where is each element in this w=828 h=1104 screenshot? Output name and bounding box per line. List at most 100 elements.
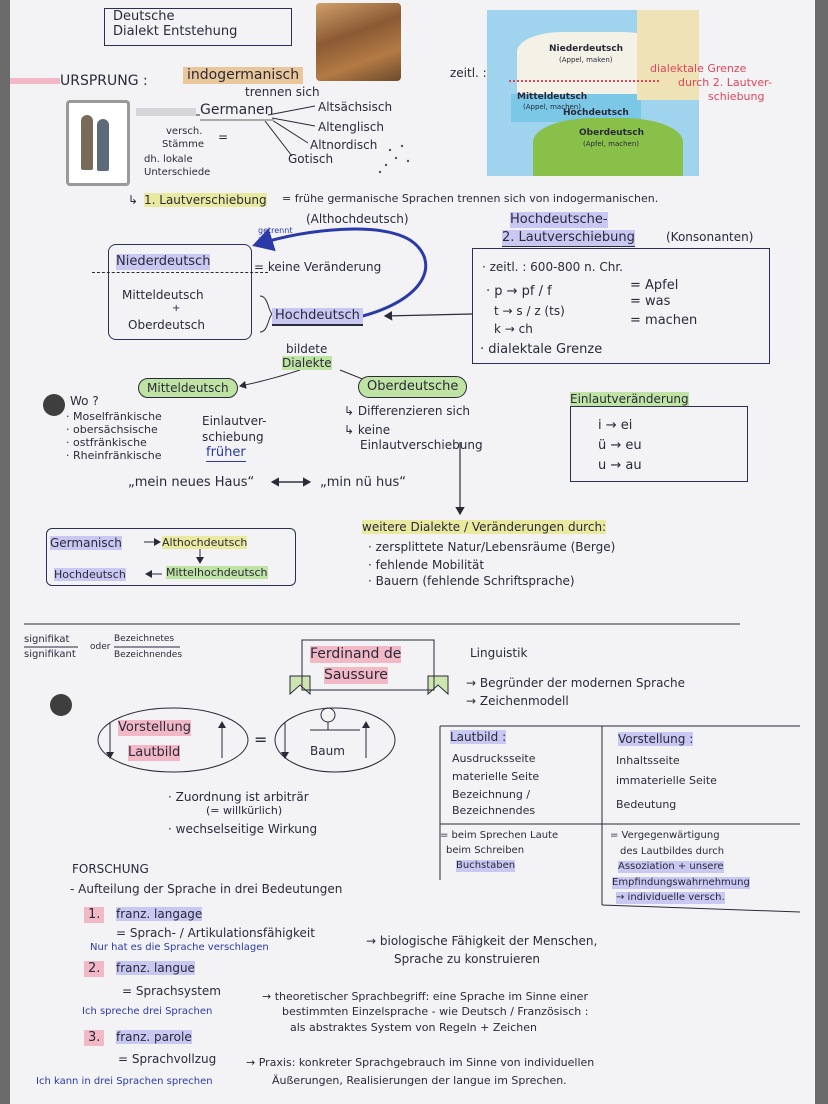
dialekte: Dialekte xyxy=(282,356,332,371)
willkuerlich: (= willkürlich) xyxy=(206,804,283,817)
table-h2: Vorstellung : xyxy=(618,732,694,747)
table-l2-2: Buchstaben xyxy=(456,860,516,872)
forschung-e1: → biologische Fähigkeit der Menschen, xyxy=(366,934,598,948)
einlaut-u: u → au xyxy=(598,458,642,473)
dialect-box xyxy=(108,244,252,340)
einlaut-2: schiebung xyxy=(202,430,264,444)
althochdeutsch-note: (Althochdeutsch) xyxy=(306,212,409,226)
germanic-people-picture xyxy=(66,100,130,186)
grey-stroke xyxy=(136,108,196,116)
getrennt-in: getrennt in xyxy=(258,226,293,245)
lautbild-label: Lautbild xyxy=(128,745,181,761)
wo-label: Wo ? xyxy=(70,394,99,408)
germanen-label: Germanen xyxy=(200,102,274,121)
chain-hochdeutsch: Hochdeutsch xyxy=(54,568,126,582)
ober-diff: ↳ Differenzieren sich xyxy=(344,404,471,418)
bildete: bildete xyxy=(286,342,328,356)
erste-lautverschiebung: 1. Lautverschiebung xyxy=(144,193,267,208)
branch-altenglisch: Altenglisch xyxy=(318,120,384,134)
table-r1-2: Bedeutung xyxy=(616,798,677,811)
forschung-l3: franz. parole xyxy=(116,1030,192,1045)
zweite-p: · p → pf / f xyxy=(486,284,552,299)
title-box xyxy=(104,8,292,46)
map-ober: Oberdeutsch xyxy=(579,128,644,138)
table-r2-0: = Vergegenwärtigung xyxy=(610,830,720,841)
box-nieder: Niederdeutsch xyxy=(116,254,211,270)
hochdeutsch-center: Hochdeutsch xyxy=(272,308,363,326)
table-h1: Lautbild : xyxy=(450,730,507,745)
note-page: Deutsche Dialekt Entstehung Niederdeutsc… xyxy=(10,0,815,1104)
chain-box xyxy=(46,528,296,586)
einlaut-i: i → ei xyxy=(598,418,633,433)
table-l2-0: = beim Sprechen Laute xyxy=(440,830,559,841)
versch-eq: = xyxy=(218,130,229,144)
table-l1-2: Bezeichnung / xyxy=(452,788,531,801)
table-r2-4: → individuelle versch. xyxy=(616,892,725,904)
forschung-e2b: bestimmten Einzelsprache - wie Deutsch /… xyxy=(282,1005,589,1018)
forschung-d3: = Sprachvollzug xyxy=(118,1052,217,1066)
zweite-machen: = machen xyxy=(630,313,698,328)
ober-keine-2: Einlautverschiebung xyxy=(360,438,483,452)
zuordnung: · Zuordnung ist arbiträr xyxy=(168,790,309,804)
zweite-k: k → ch xyxy=(494,322,533,336)
box-mittel: Mitteldeutsch xyxy=(122,288,204,302)
forschung-n3: 3. xyxy=(84,1030,105,1046)
box-ober: Oberdeutsch xyxy=(128,318,205,332)
dashed-divider xyxy=(92,272,268,273)
versch-1: versch. xyxy=(166,126,203,137)
table-l1-0: Ausdrucksseite xyxy=(452,752,536,765)
einlaut-box xyxy=(570,406,748,482)
forschung-e3: → Praxis: konkreter Sprachgebrauch im Si… xyxy=(246,1056,595,1069)
forschung-n1: 1. xyxy=(84,907,105,923)
region-rheinfraenkisch: · Rheinfränkische xyxy=(66,449,162,462)
signifikat: signifikat xyxy=(24,634,70,645)
forschung-title: FORSCHUNG xyxy=(72,862,149,876)
zweite-title-2: 2. Lautverschiebung xyxy=(502,230,635,247)
zweite-title-1: Hochdeutsche- xyxy=(510,212,608,228)
chain-germanisch: Germanisch xyxy=(50,536,122,551)
forschung-e1b: Sprache zu konstruieren xyxy=(394,952,540,966)
zweite-t: t → s / z (ts) xyxy=(494,304,565,318)
forschung-d2: = Sprachsystem xyxy=(122,984,221,998)
zweite-apfel: = Apfel xyxy=(630,278,679,293)
erste-rest: = frühe germanische Sprachen trennen sic… xyxy=(282,192,659,205)
weitere-3: · Bauern (fehlende Schriftsprache) xyxy=(368,574,575,588)
region-ostfraenkisch: · ostfränkische xyxy=(66,436,147,449)
haus-a: „mein neues Haus“ xyxy=(128,475,255,490)
branch-gotisch: Gotisch xyxy=(288,152,334,166)
forschung-x3: Ich kann in drei Sprachen sprechen xyxy=(36,1076,213,1087)
ursprung-value: indogermanisch xyxy=(183,67,304,84)
table-l1-3: Bezeichnendes xyxy=(452,804,536,817)
map-nieder-sub: (Appel, maken) xyxy=(559,56,613,64)
model-eq: = xyxy=(254,730,268,749)
wechselseitig: · wechselseitige Wirkung xyxy=(168,822,318,836)
zweite-grenze: · dialektale Grenze xyxy=(480,342,603,357)
forschung-e2c: als abstraktes System von Regeln + Zeich… xyxy=(290,1021,537,1034)
zweite-was: = was xyxy=(630,294,671,309)
table-l1-1: materielle Seite xyxy=(452,770,540,783)
forschung-x1: Nur hat es die Sprache verschlagen xyxy=(90,942,269,953)
box-plus: + xyxy=(172,303,181,314)
map-mittel: Mitteldeutsch xyxy=(517,92,588,102)
oberdeutsch-label: Oberdeutsche xyxy=(358,376,468,398)
table-r1-1: immaterielle Seite xyxy=(616,774,717,787)
map-mittel-sub: (Appel, machen) xyxy=(523,103,581,111)
erste-arrow: ↳ xyxy=(128,193,139,207)
punch-hole xyxy=(43,394,65,416)
forschung-d1: = Sprach- / Artikulationsfähigkeit xyxy=(116,926,315,940)
branch-altnordisch: Altnordisch xyxy=(310,138,378,152)
weitere-2: · fehlende Mobilität xyxy=(368,558,485,572)
tribe-battle-picture xyxy=(316,3,401,81)
signifikant: signifikant xyxy=(24,649,76,660)
forschung-l2: franz. langue xyxy=(116,961,195,976)
zweite-box xyxy=(472,248,770,364)
dialect-map-picture: Niederdeutsch (Appel, maken) Mitteldeuts… xyxy=(487,10,699,176)
branch-altsaechsisch: Altsächsisch xyxy=(318,100,393,114)
table-r2-2: Assoziation + unsere xyxy=(618,861,724,873)
table-r2-3: Empfindungswahrnehmung xyxy=(612,877,750,889)
linguistik: Linguistik xyxy=(470,646,528,660)
forschung-sub: - Aufteilung der Sprache in drei Bedeutu… xyxy=(70,882,343,896)
baum-label: Baum xyxy=(310,744,345,758)
versch-2: Stämme xyxy=(162,139,205,150)
ober-keine-1: ↳ keine xyxy=(344,423,391,437)
